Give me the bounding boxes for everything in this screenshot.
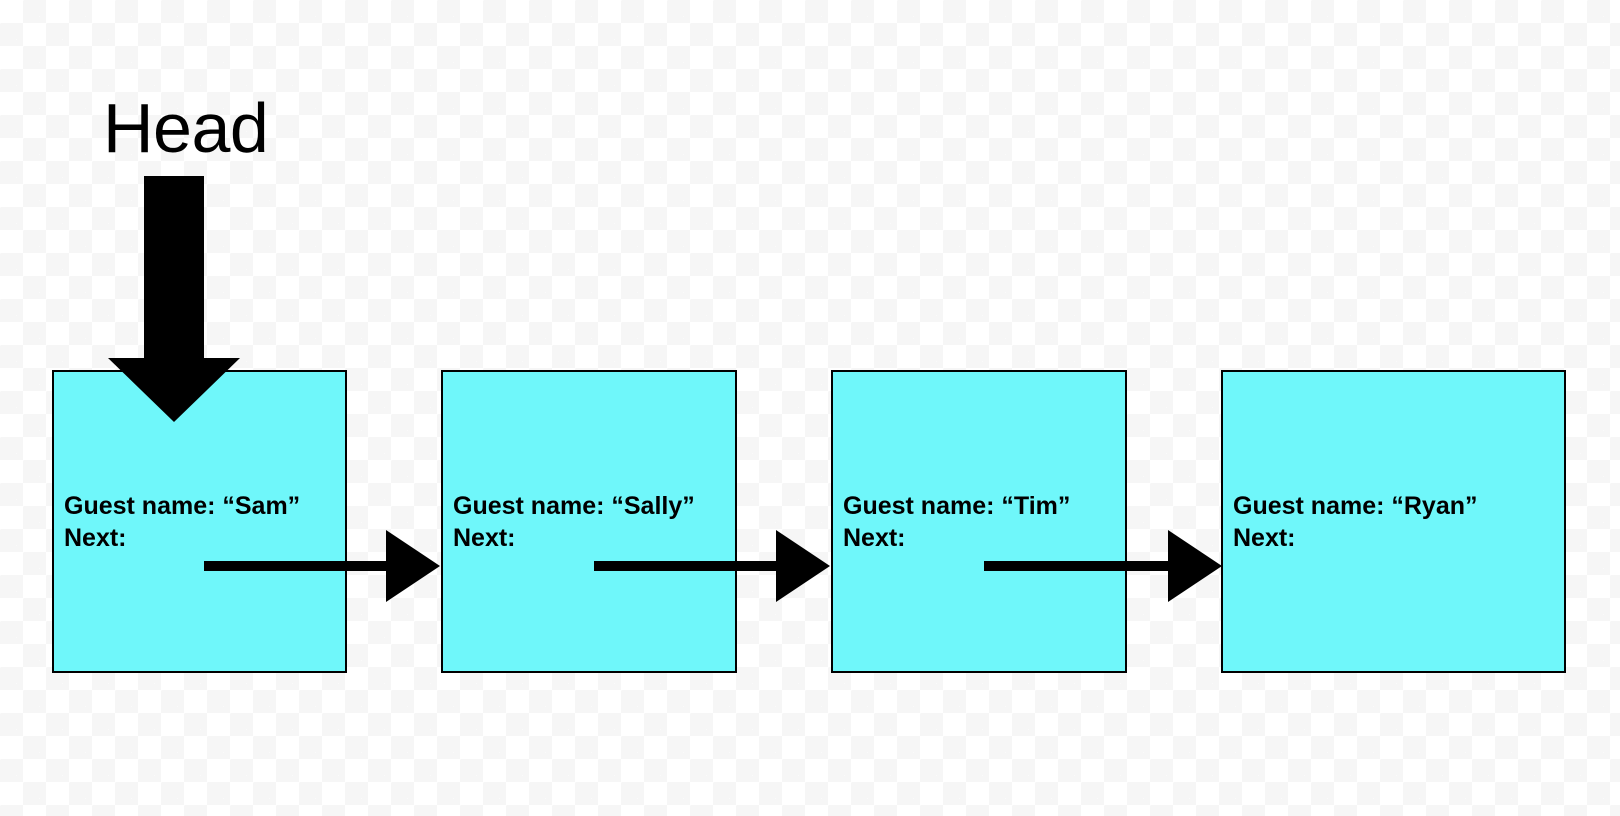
head-label: Head <box>103 89 269 167</box>
list-node-2[interactable]: Guest name: “Tim” Next: <box>831 370 1127 673</box>
node-next-field-3: Next: <box>1233 524 1296 552</box>
node-next-field-2: Next: <box>843 524 906 552</box>
node-text-2: Guest name: “Tim” Next: <box>843 490 1070 554</box>
list-node-1[interactable]: Guest name: “Sally” Next: <box>441 370 737 673</box>
head-arrow-icon <box>108 176 240 422</box>
node-name-field-0: Guest name: “Sam” <box>64 492 301 520</box>
next-pointer-arrow-2-to-3 <box>984 530 1222 602</box>
node-text-1: Guest name: “Sally” Next: <box>453 490 695 554</box>
node-text-3: Guest name: “Ryan” Next: <box>1233 490 1478 554</box>
arrow-right-icon <box>594 530 830 602</box>
node-name-field-2: Guest name: “Tim” <box>843 492 1071 520</box>
next-pointer-arrow-1-to-2 <box>594 530 830 602</box>
node-name-field-3: Guest name: “Ryan” <box>1233 492 1478 520</box>
node-next-field-1: Next: <box>453 524 516 552</box>
node-next-field-0: Next: <box>64 524 127 552</box>
list-node-0[interactable]: Guest name: “Sam” Next: <box>52 370 347 673</box>
node-text-0: Guest name: “Sam” Next: <box>64 490 300 554</box>
arrow-right-icon <box>984 530 1222 602</box>
next-pointer-arrow-0-to-1 <box>204 530 440 602</box>
head-pointer-arrow <box>108 176 240 422</box>
list-node-3[interactable]: Guest name: “Ryan” Next: <box>1221 370 1566 673</box>
arrow-right-icon <box>204 530 440 602</box>
node-name-field-1: Guest name: “Sally” <box>453 492 695 520</box>
